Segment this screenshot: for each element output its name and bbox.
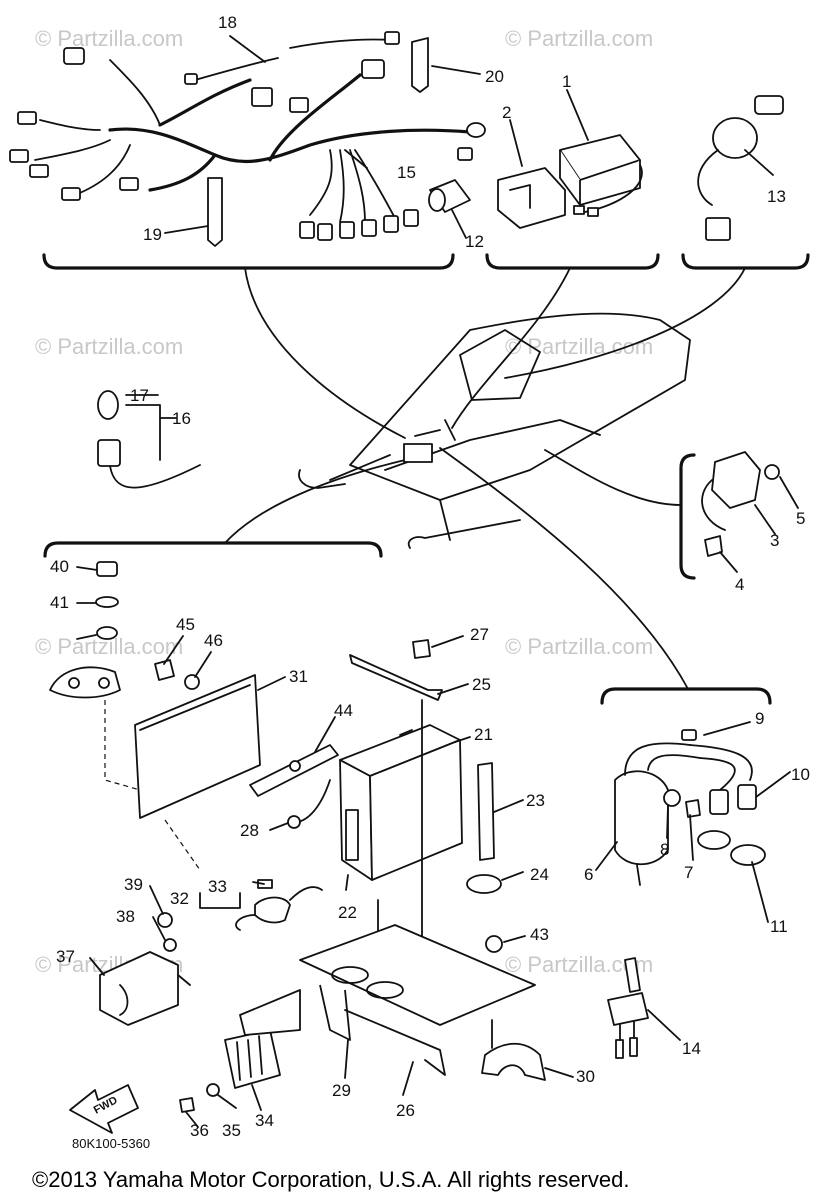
ignition-coil [614,729,757,886]
callout-38: 38 [116,907,135,926]
callout-11: 11 [770,917,788,936]
cable-tie-19 [207,177,223,247]
callout-39: 39 [124,875,143,894]
callout-35: 35 [222,1121,241,1140]
callout-2: 2 [502,103,511,122]
callout-5: 5 [796,509,805,528]
callout-44: 44 [334,701,353,720]
callout-9: 9 [755,709,764,728]
callout-23: 23 [526,791,545,810]
callout-3: 3 [770,531,779,550]
copyright-text: ©2013 Yamaha Motor Corporation, U.S.A. A… [32,1167,629,1192]
callout-10: 10 [791,765,810,784]
watermark: © Partzilla.com [505,334,653,359]
watermarks: © Partzilla.com © Partzilla.com © Partzi… [35,26,653,977]
callout-15: 15 [397,163,416,182]
wire-harness [9,31,486,241]
forward-arrow: FWD [69,1084,139,1134]
watermark: © Partzilla.com [505,26,653,51]
hardware-stack [95,561,200,690]
callout-26: 26 [396,1101,415,1120]
vent-tube [466,762,502,894]
terminal-cover [179,989,301,1113]
emergency-switch [607,957,649,1059]
starter-relay [99,912,191,1026]
cdi-mount-point [403,443,433,463]
callout-28: 28 [240,821,259,840]
rectifier-2 [497,167,566,229]
spark-plug-boots [697,830,766,866]
battery-tray [299,924,536,1076]
callout-1: 1 [562,72,571,91]
routing-lines [224,267,746,690]
part-code: 80K100-5360 [72,1136,150,1151]
callout-30: 30 [576,1067,595,1086]
callout-6: 6 [584,865,593,884]
bracket-main-switch [681,253,810,270]
bracket-battery-box [43,541,383,558]
callout-18: 18 [218,13,237,32]
ground-bracket [249,744,339,829]
callout-22: 22 [338,903,357,922]
battery [339,724,463,881]
bracket-ignition-coil [600,687,772,705]
main-switch [697,95,784,241]
fuse-holder [235,879,323,931]
callout-45: 45 [176,615,195,634]
callout-21: 21 [474,725,493,744]
battery-cover [49,666,261,871]
callout-43: 43 [530,925,549,944]
callout-leaders [76,35,799,1128]
bracket-sensor [679,453,696,580]
callout-7: 7 [684,863,693,882]
callout-40: 40 [50,557,69,576]
callout-16: 16 [172,409,191,428]
callout-14: 14 [682,1039,701,1058]
callout-27: 27 [470,625,489,644]
callout-34: 34 [255,1111,274,1130]
callout-20: 20 [485,67,504,86]
cdi-unit [559,134,643,217]
sensor-3 [701,451,780,557]
callout-33: 33 [208,877,227,896]
callout-37: 37 [56,947,75,966]
watermark: © Partzilla.com [35,334,183,359]
cap-12 [428,179,471,213]
callout-17: 17 [130,386,149,405]
callout-12: 12 [465,232,484,251]
snowmobile-outline [298,312,691,549]
callout-19: 19 [143,225,162,244]
callout-24: 24 [530,865,549,884]
bracket-cdi [485,253,660,270]
callout-41: 41 [50,593,69,612]
callout-31: 31 [289,667,308,686]
watermark: © Partzilla.com [505,634,653,659]
callout-4: 4 [735,575,744,594]
callout-8: 8 [660,840,669,859]
bulb-socket [97,390,201,489]
callout-25: 25 [472,675,491,694]
watermark: © Partzilla.com [35,26,183,51]
callout-32: 32 [170,889,189,908]
callout-46: 46 [204,631,223,650]
clamp [481,1019,546,1081]
callout-13: 13 [767,187,786,206]
callout-labels: 1 2 3 4 5 6 7 8 9 10 11 12 13 14 15 16 1… [50,13,810,1140]
bracket-harness [42,253,455,270]
cable-tie-20 [411,37,429,93]
callout-29: 29 [332,1081,351,1100]
callout-36: 36 [190,1121,209,1140]
